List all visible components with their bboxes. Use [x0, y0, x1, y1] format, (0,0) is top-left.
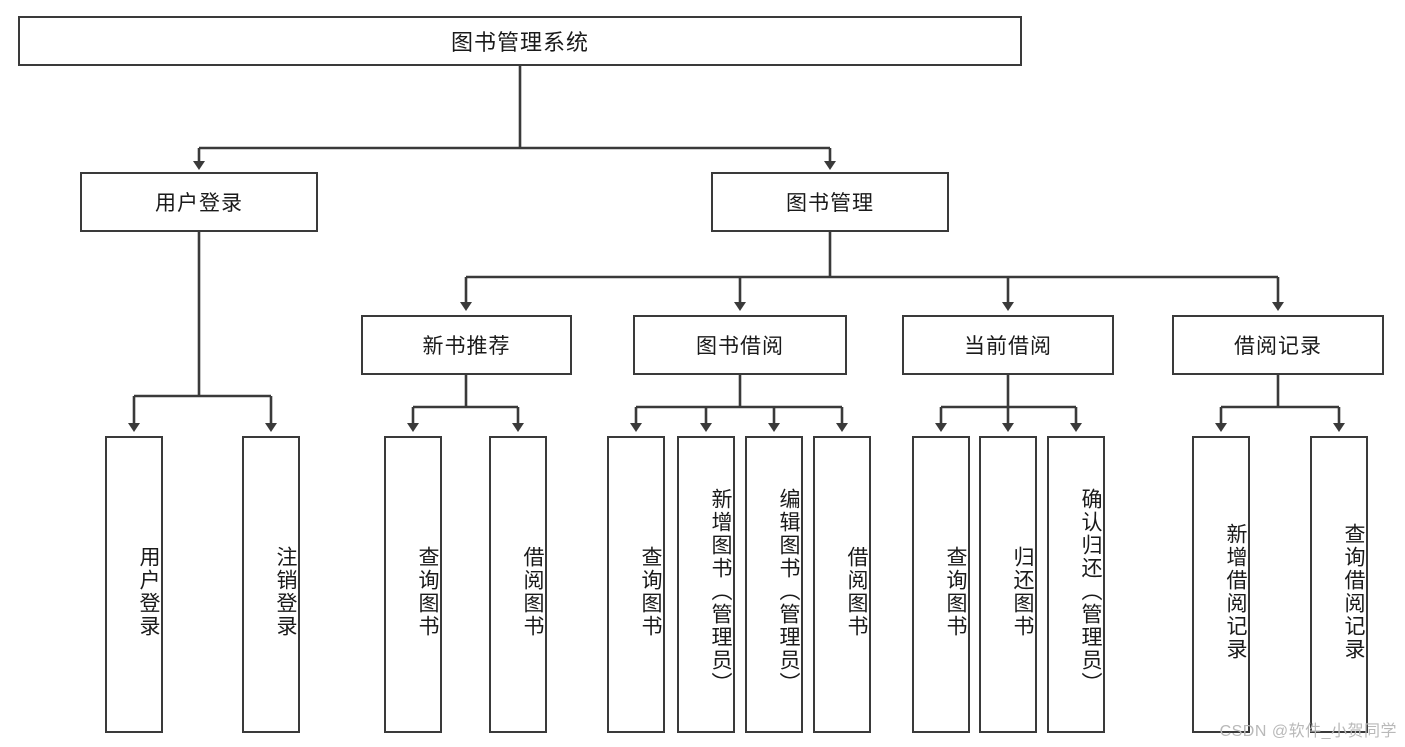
node-root-book-management-system[interactable]: 图书管理系统 [18, 16, 1022, 66]
leaf-borrow-book[interactable]: 借阅图书 [813, 436, 871, 733]
node-label: 确认归还（管理员） [1079, 488, 1102, 695]
leaf-query-book-borrow[interactable]: 查询图书 [607, 436, 665, 733]
node-label: 借阅记录 [1234, 335, 1322, 358]
node-label: 当前借阅 [964, 335, 1052, 358]
node-current-borrow[interactable]: 当前借阅 [902, 315, 1114, 375]
node-label: 图书借阅 [696, 335, 784, 358]
leaf-user-login[interactable]: 用户登录 [105, 436, 163, 733]
leaf-edit-book-admin[interactable]: 编辑图书（管理员） [745, 436, 803, 733]
leaf-borrow-book-recommend[interactable]: 借阅图书 [489, 436, 547, 733]
node-label: 新增借阅记录 [1224, 522, 1247, 661]
node-label: 归还图书 [1011, 545, 1034, 638]
csdn-watermark: CSDN @软件_小贺同学 [1219, 723, 1397, 740]
node-borrow-record[interactable]: 借阅记录 [1172, 315, 1384, 375]
node-label: 查询借阅记录 [1342, 522, 1365, 661]
node-label: 借阅图书 [521, 545, 544, 638]
node-label: 用户登录 [137, 545, 160, 638]
node-user-login[interactable]: 用户登录 [80, 172, 318, 232]
leaf-query-borrow-record[interactable]: 查询借阅记录 [1310, 436, 1368, 733]
node-label: 图书管理 [786, 192, 874, 215]
node-label: 编辑图书（管理员） [777, 488, 800, 695]
leaf-query-book-recommend[interactable]: 查询图书 [384, 436, 442, 733]
leaf-logout[interactable]: 注销登录 [242, 436, 300, 733]
node-book-management[interactable]: 图书管理 [711, 172, 949, 232]
node-label: 新书推荐 [422, 335, 511, 358]
node-new-book-recommend[interactable]: 新书推荐 [361, 315, 572, 375]
node-label: 新增图书（管理员） [709, 488, 732, 695]
leaf-confirm-return-admin[interactable]: 确认归还（管理员） [1047, 436, 1105, 733]
leaf-add-borrow-record[interactable]: 新增借阅记录 [1192, 436, 1250, 733]
node-label: 查询图书 [416, 545, 439, 638]
leaf-return-book[interactable]: 归还图书 [979, 436, 1037, 733]
node-label: 注销登录 [274, 545, 297, 638]
node-label: 查询图书 [944, 545, 967, 638]
node-label: 用户登录 [155, 192, 243, 215]
node-label: 图书管理系统 [450, 30, 589, 55]
leaf-add-book-admin[interactable]: 新增图书（管理员） [677, 436, 735, 733]
leaf-query-book-current[interactable]: 查询图书 [912, 436, 970, 733]
node-book-borrow[interactable]: 图书借阅 [633, 315, 847, 375]
node-label: 借阅图书 [845, 545, 868, 638]
node-label: 查询图书 [639, 545, 662, 638]
